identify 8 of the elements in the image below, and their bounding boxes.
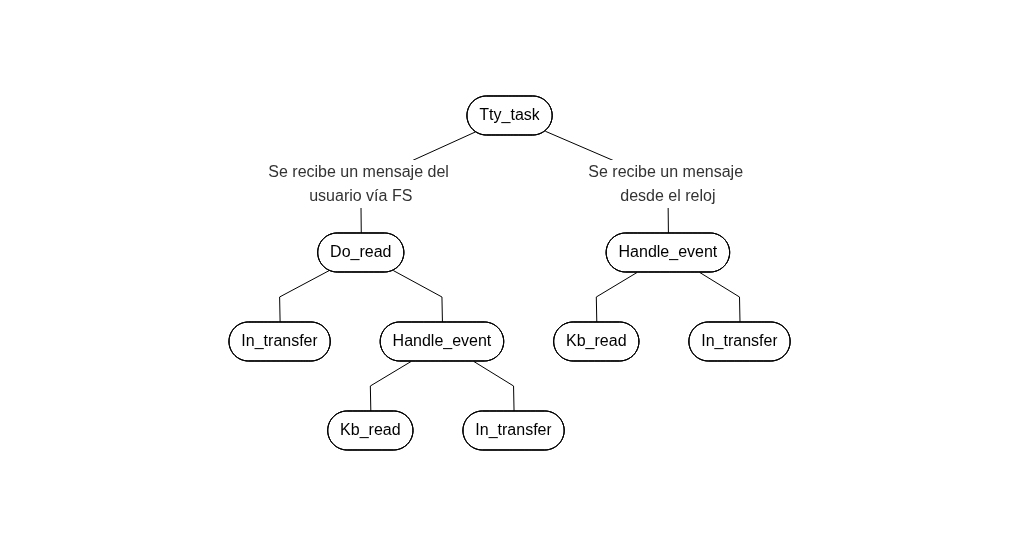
edge-label: Se recibe un mensaje desde el reloj [588, 162, 743, 204]
connector [279, 269, 330, 323]
edge-label: Se recibe un mensaje del usuario vía FS [268, 162, 449, 204]
connector [699, 271, 741, 323]
connector [369, 360, 412, 412]
connector [473, 360, 515, 412]
connector [595, 271, 638, 323]
connector [392, 269, 443, 323]
